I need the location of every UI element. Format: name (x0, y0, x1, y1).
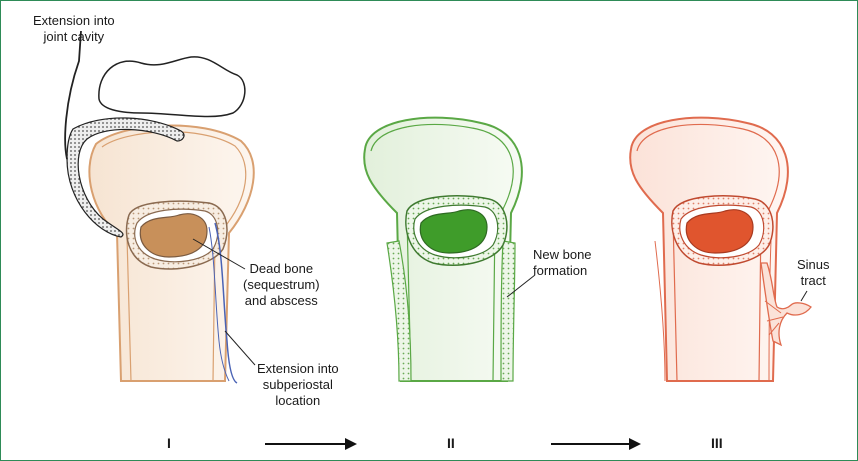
stage-2-bone (364, 118, 535, 381)
stage-label-1: I (167, 435, 171, 451)
stage-label-2: II (447, 435, 455, 451)
leader-sinus (801, 291, 807, 301)
label-new-bone-formation: New bone formation (533, 247, 592, 279)
label-sinus-tract: Sinus tract (797, 257, 830, 289)
sequestrum-stage-1 (140, 214, 207, 257)
stage-1-bone (65, 31, 255, 383)
label-dead-bone-abscess: Dead bone (sequestrum) and abscess (243, 261, 320, 309)
label-extension-into-joint-cavity: Extension into joint cavity (33, 13, 115, 45)
stage-label-3: III (711, 435, 723, 451)
sequestrum-stage-2 (420, 210, 487, 253)
sequestrum-stage-3 (686, 210, 753, 253)
arrow-2-to-3 (551, 438, 641, 450)
joint-opposing-bone-outline (99, 57, 245, 117)
label-subperiosteal-extension: Extension into subperiostal location (257, 361, 339, 409)
arrow-1-to-2 (265, 438, 357, 450)
new-bone-formation-right (501, 241, 515, 381)
stage-3-bone (630, 118, 811, 381)
